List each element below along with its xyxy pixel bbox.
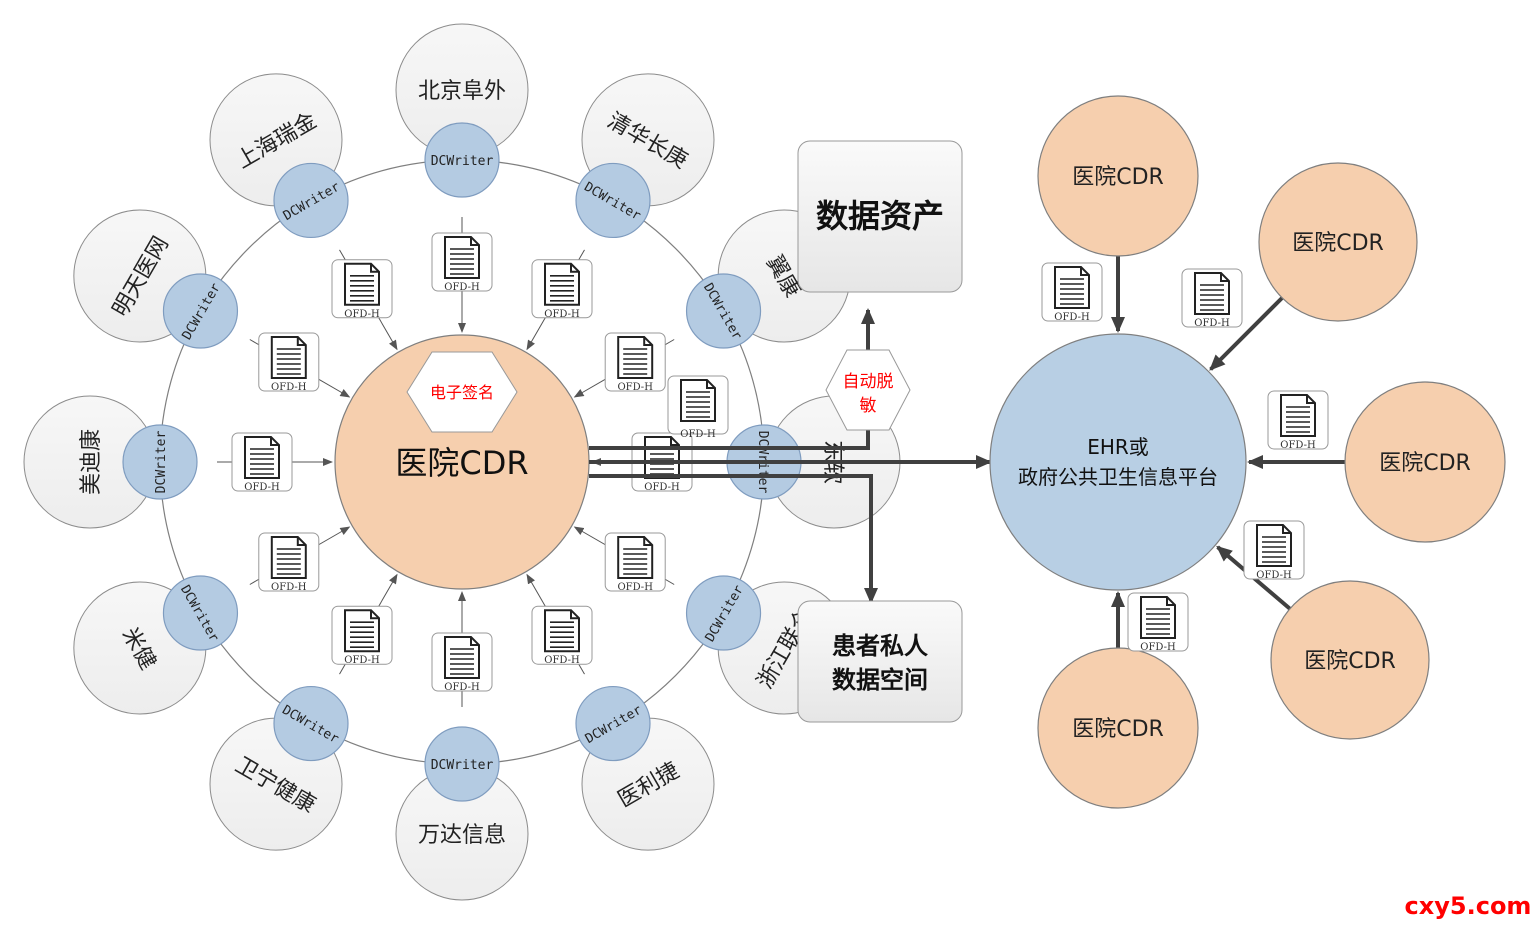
ofd-doc-label: OFD-H: [271, 382, 307, 393]
hospital-cdr-label: 医院CDR: [1072, 165, 1164, 190]
hospital-cdr-label: 医院CDR: [1072, 717, 1164, 742]
vendor-label: 美迪康: [79, 429, 104, 495]
ofd-doc-label: OFD-H: [344, 309, 380, 320]
patient-space-box: [797, 600, 963, 723]
ofd-doc-icon: OFD-H: [531, 258, 593, 320]
e-signature-label: 电子签名: [430, 383, 494, 402]
vendor-label: 万达信息: [418, 823, 506, 848]
ofd-doc-icon: OFD-H: [231, 432, 293, 493]
data-asset-box: [797, 140, 963, 293]
dcwriter-node: [575, 162, 651, 239]
ofd-doc-icon: OFD-H: [257, 532, 320, 593]
ofd-doc-label: OFD-H: [1054, 312, 1090, 323]
ofd-doc-icon: OFD-H: [331, 605, 393, 666]
deidentify-label-line1: 自动脱: [843, 372, 894, 392]
ofd-doc-icon: OFD-H: [1127, 592, 1189, 653]
ofd-doc-label: OFD-H: [444, 682, 480, 693]
ofd-doc-label: OFD-H: [444, 282, 480, 293]
center-cdr-label: 医院CDR: [395, 444, 528, 482]
dcwriter-label: DCWriter: [154, 431, 169, 494]
ofd-doc-icon: OFD-H: [631, 432, 693, 493]
dcwriter-node: [424, 726, 500, 802]
outbound-doc-icon: OFD-H: [667, 375, 729, 440]
dcwriter-label: DCWriter: [431, 154, 494, 169]
data-asset-label: 数据资产: [816, 197, 944, 235]
dcwriter-node: [122, 424, 198, 500]
ofd-doc-icon: OFD-H: [1181, 268, 1243, 329]
ofd-doc-label: OFD-H: [244, 482, 280, 493]
ofd-doc-icon: OFD-H: [431, 232, 493, 293]
ofd-doc-label: OFD-H: [617, 582, 653, 593]
dcwriter-node: [685, 575, 762, 651]
ofd-doc-label: OFD-H: [344, 655, 380, 666]
dcwriter-node: [273, 685, 349, 762]
ofd-doc-icon: OFD-H: [604, 532, 667, 593]
hospital-cdr-node: [1270, 580, 1430, 740]
platform-node: [989, 333, 1247, 591]
hospital-cdr-node: [1344, 381, 1506, 543]
ofd-doc-icon: OFD-H: [1267, 390, 1329, 451]
vendor-label: 北京阜外: [418, 79, 506, 104]
ofd-doc-icon: OFD-H: [604, 332, 667, 393]
ofd-doc-label: OFD-H: [1194, 318, 1230, 329]
deidentify-hexagon: [825, 349, 911, 431]
hospital-cdr-node: [1037, 647, 1199, 809]
dcwriter-node: [575, 685, 651, 762]
ofd-doc-icon: OFD-H: [531, 605, 593, 666]
hospital-cdr-label: 医院CDR: [1292, 231, 1384, 256]
ofd-doc-icon: OFD-H: [1243, 520, 1305, 581]
ofd-doc-icon: OFD-H: [431, 632, 493, 693]
hospital-cdr-node: [1037, 95, 1199, 257]
dcwriter-node: [685, 273, 762, 349]
hospital-cdr-node: [1258, 162, 1418, 322]
ofd-doc-icon: OFD-H: [331, 258, 393, 320]
platform-label-line2: 政府公共卫生信息平台: [1018, 465, 1218, 489]
platform-label-line1: EHR或: [1087, 435, 1149, 459]
e-signature-hexagon: [406, 351, 518, 433]
cdr-to-platform-arrow: [1209, 296, 1284, 371]
dcwriter-node: [424, 122, 500, 198]
ofd-doc-label: OFD-H: [544, 655, 580, 666]
hospital-cdr-label: 医院CDR: [1304, 649, 1396, 674]
watermark: cxy5.com: [1405, 892, 1530, 920]
hospital-cdr-label: 医院CDR: [1379, 451, 1471, 476]
ofd-doc-label: OFD-H: [1256, 570, 1292, 581]
ofd-doc-label: OFD-H: [544, 309, 580, 320]
svg-text:OFD-H: OFD-H: [680, 429, 716, 440]
ofd-doc-label: OFD-H: [617, 382, 653, 393]
patient-space-line2: 数据空间: [832, 666, 928, 694]
deidentify-label-line2: 敏: [860, 396, 877, 416]
ofd-doc-label: OFD-H: [1280, 440, 1316, 451]
patient-space-line1: 患者私人: [832, 632, 928, 660]
dcwriter-node: [273, 162, 349, 239]
dcwriter-node: [162, 273, 239, 349]
ofd-doc-label: OFD-H: [1140, 642, 1176, 653]
dcwriter-node: [162, 575, 239, 651]
ofd-doc-label: OFD-H: [271, 582, 307, 593]
ofd-doc-icon: OFD-H: [1041, 262, 1103, 323]
ofd-doc-icon: OFD-H: [257, 332, 320, 393]
ofd-doc-label: OFD-H: [644, 482, 680, 493]
dcwriter-label: DCWriter: [431, 758, 494, 773]
